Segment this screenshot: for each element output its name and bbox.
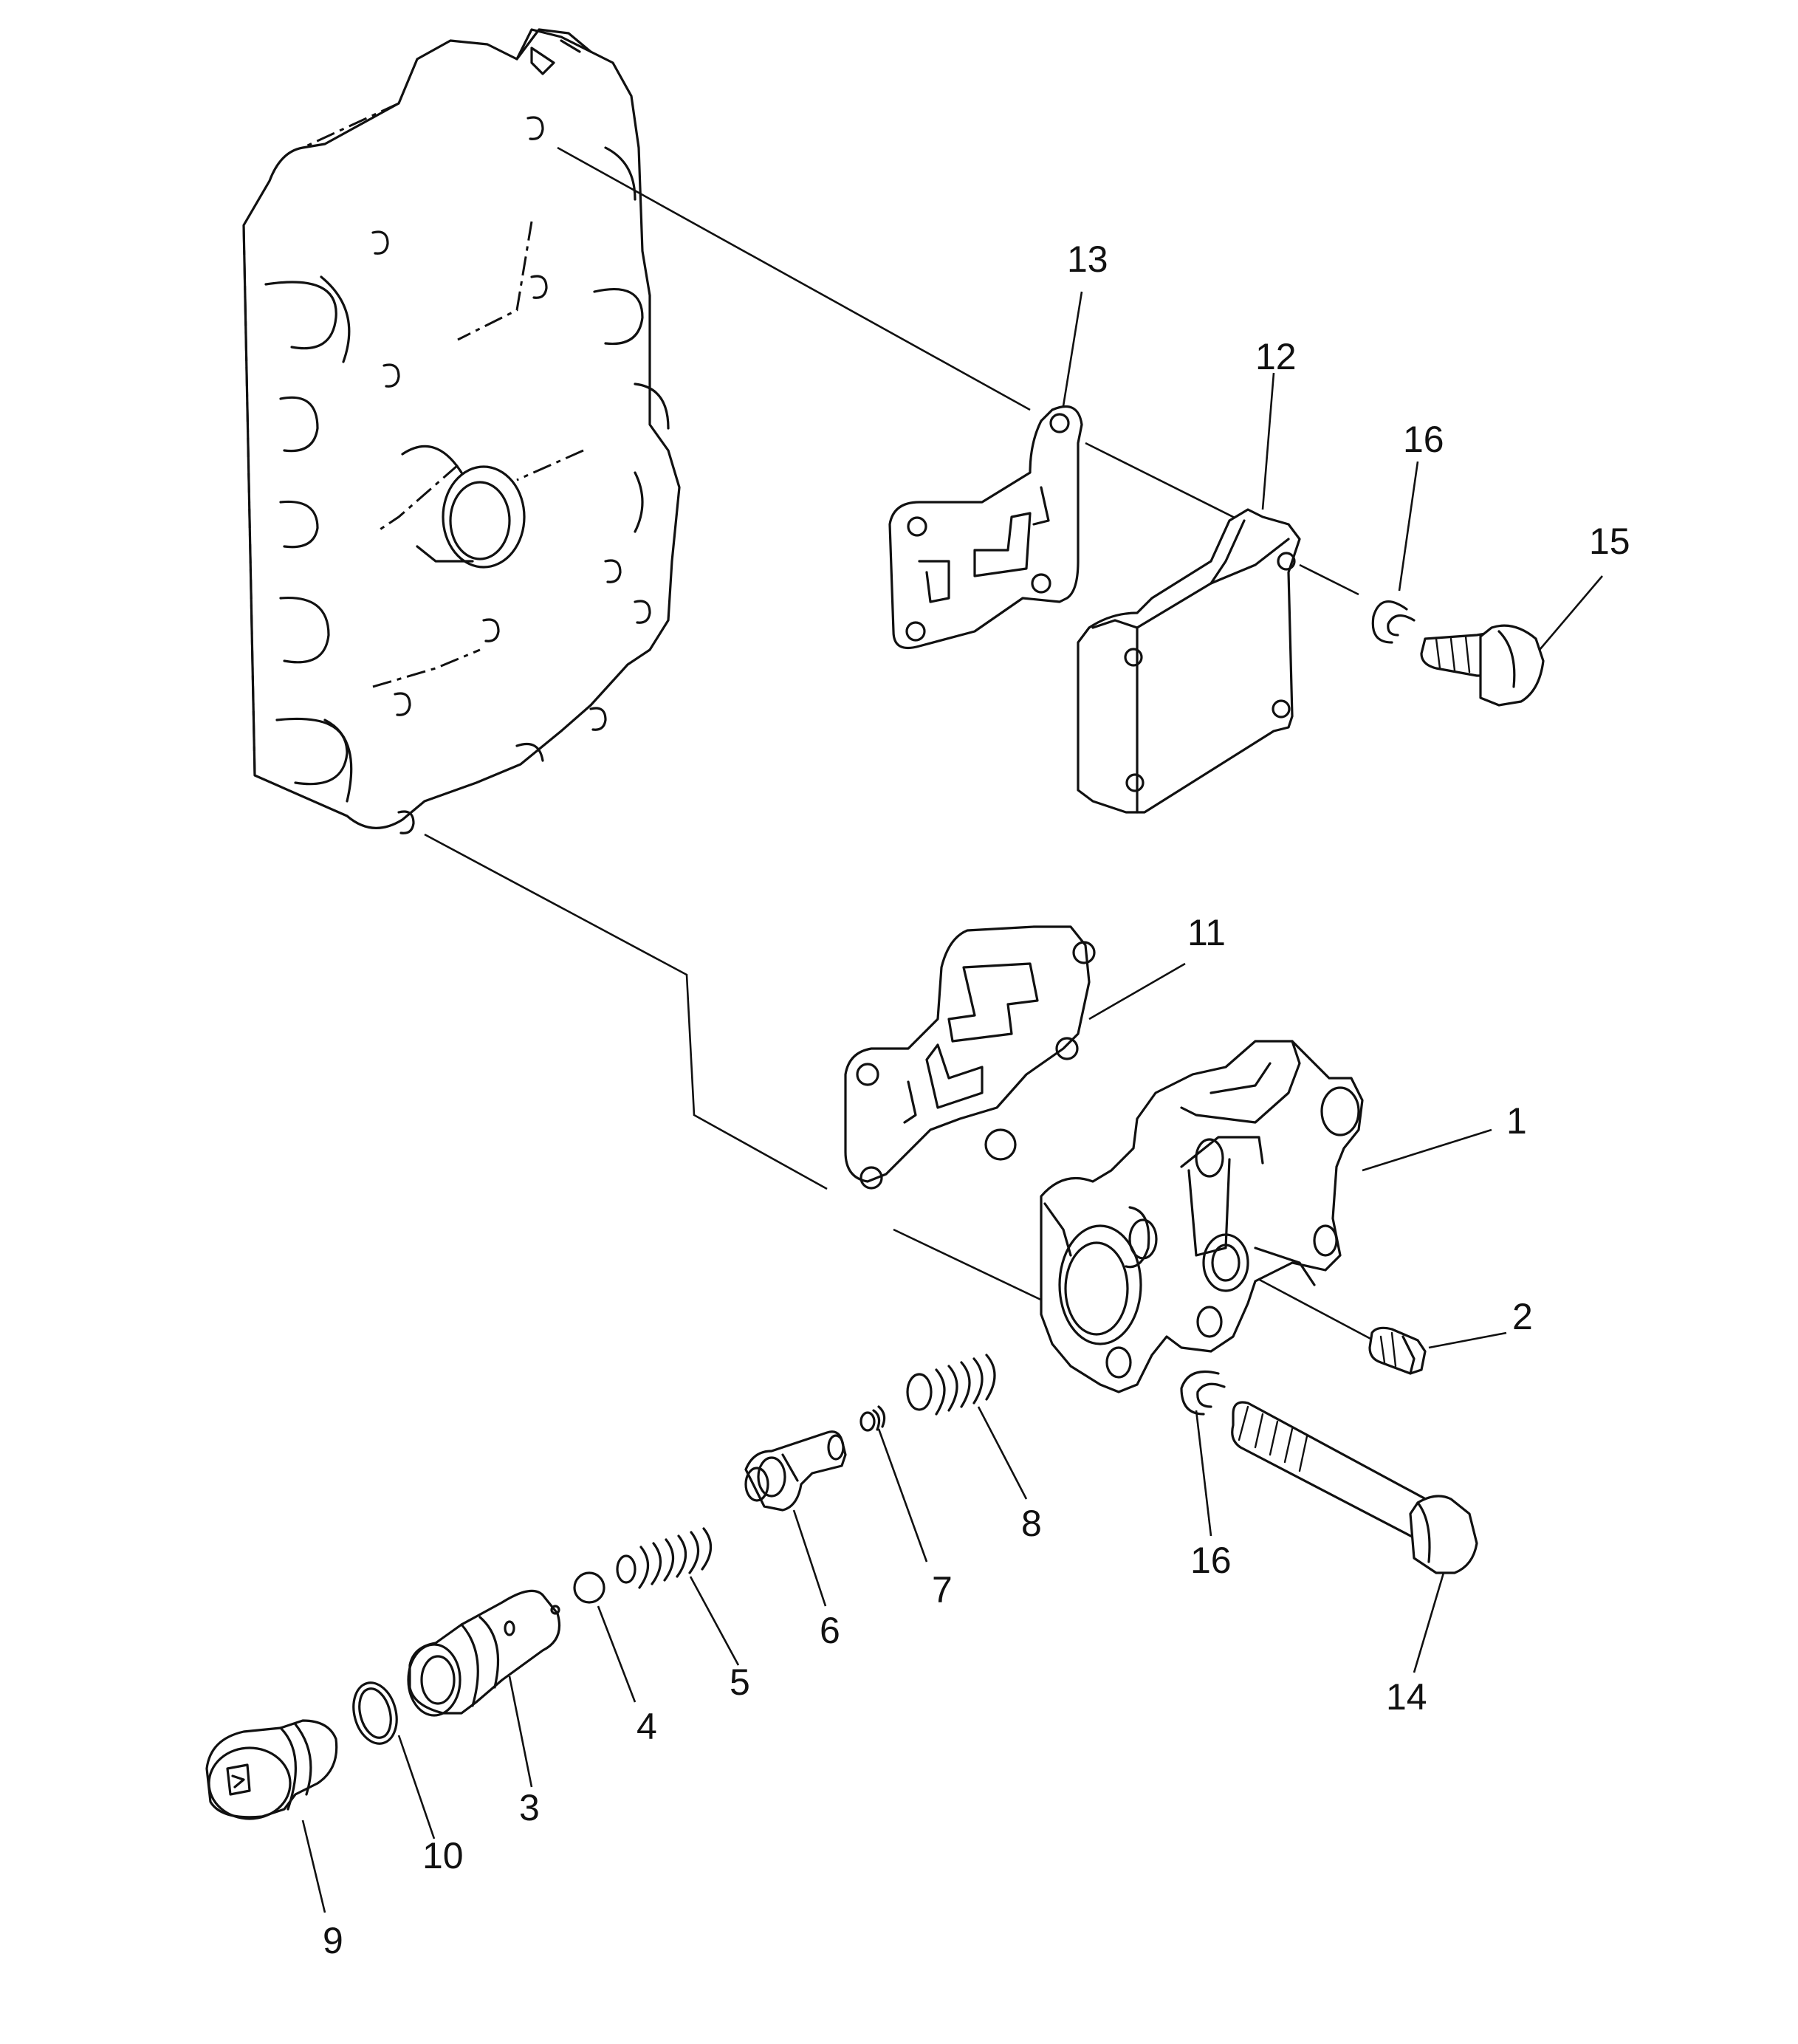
valve-body	[242, 28, 681, 834]
plug-9	[205, 1719, 338, 1820]
washer-16-upper	[1371, 600, 1416, 644]
callout-3: 3	[519, 1787, 540, 1828]
cover-12	[1077, 508, 1301, 814]
sleeve-3	[407, 1589, 561, 1717]
assembly-guide-lines	[424, 146, 1374, 1342]
callout-16-lower: 16	[1190, 1540, 1232, 1581]
washer-16-lower	[1180, 1370, 1226, 1416]
bolt-14	[1231, 1401, 1478, 1574]
spring-8	[906, 1354, 996, 1416]
callout-15: 15	[1589, 521, 1630, 562]
valve-housing-1	[1040, 1040, 1364, 1393]
callout-10: 10	[422, 1835, 464, 1876]
plug-2	[1368, 1326, 1427, 1375]
callout-5: 5	[730, 1661, 750, 1703]
callout-leaders	[301, 291, 1603, 1913]
callout-12: 12	[1255, 336, 1297, 377]
callout-labels: 1 2 3 4 5 6 7 8 9 10 11 12 13 14 15 16 1…	[323, 239, 1630, 1961]
gasket-13	[888, 405, 1083, 650]
ball-4	[573, 1571, 605, 1604]
o-ring-10	[352, 1681, 398, 1745]
callout-4: 4	[636, 1706, 657, 1747]
callout-1: 1	[1506, 1100, 1527, 1142]
callout-6: 6	[820, 1610, 840, 1651]
callout-2: 2	[1512, 1296, 1533, 1337]
poppet-7	[859, 1405, 886, 1432]
callout-8: 8	[1021, 1503, 1042, 1544]
callout-14: 14	[1386, 1676, 1427, 1718]
callout-16-upper: 16	[1403, 419, 1444, 460]
bolt-15	[1420, 624, 1545, 707]
callout-7: 7	[932, 1569, 953, 1611]
gasket-11	[844, 925, 1096, 1190]
callout-9: 9	[323, 1920, 343, 1961]
spring-5	[616, 1527, 713, 1589]
callout-13: 13	[1067, 239, 1108, 280]
callout-11: 11	[1187, 912, 1226, 953]
piston-6	[744, 1430, 847, 1512]
